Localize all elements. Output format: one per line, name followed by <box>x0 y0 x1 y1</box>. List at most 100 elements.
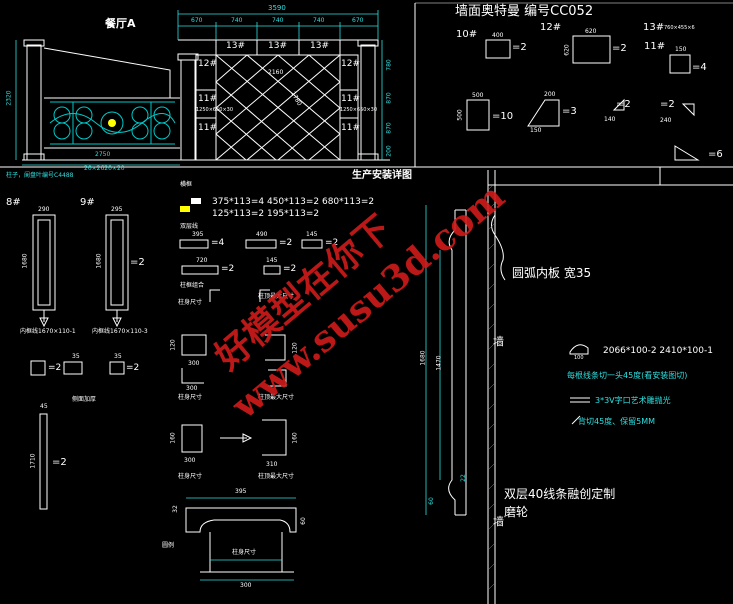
top-dimension-lines <box>15 10 383 166</box>
note-d100: 100 <box>574 355 584 361</box>
prod-q1: =4 <box>211 238 225 248</box>
bottom-left-label: 圆例 <box>162 542 175 549</box>
center-left-pillar <box>180 59 196 161</box>
prod-d310: 310 <box>266 461 278 468</box>
production-shapes <box>179 239 323 456</box>
cat-d150b: 150 <box>530 127 542 134</box>
cat-d150: 150 <box>675 46 687 53</box>
dim-balc: 2750 <box>95 151 111 158</box>
right-note-glyphs <box>569 344 590 425</box>
prod-size-2: 柱顶最大尺寸 <box>258 293 295 300</box>
cat-qa: =10 <box>492 111 514 122</box>
cat-d500v: 500 <box>456 109 464 121</box>
cat-qb: =3 <box>562 106 577 117</box>
prod-q3: =2 <box>325 238 339 248</box>
main-title: 墙面奥特曼 编号CC052 <box>455 4 594 19</box>
tag-left-2: 11# <box>198 94 217 104</box>
tag-left-1: 12# <box>198 59 217 69</box>
right-pillar-base <box>357 153 379 161</box>
long-strip-qty: =2 <box>52 457 67 468</box>
cat-q12: =2 <box>612 43 627 54</box>
cat-q13: =4 <box>692 62 707 73</box>
tag-left-3: 11# <box>198 123 217 133</box>
top-catalogue-shapes <box>466 35 700 161</box>
cat-qd: =2 <box>660 99 675 110</box>
strip-qty-1: =2 <box>48 363 62 373</box>
production-title: 生产安装详图 <box>352 170 412 181</box>
note-left: 1250×650×30 <box>196 107 234 113</box>
prod-line-2: 125*113=2 195*113=2 <box>212 209 320 219</box>
cat-13: 13# <box>643 22 665 33</box>
hall-label: 餐厅A <box>105 17 136 30</box>
bottom-cap-label: 柱身尺寸 <box>232 549 257 556</box>
prod-d300a: 300 <box>188 360 200 367</box>
panel-9-qty: =2 <box>130 257 145 268</box>
dim-seg-4: 740 <box>313 17 325 24</box>
panel-9-caption: 内框线1670×110-3 <box>92 328 148 335</box>
prod-q4: =2 <box>221 264 235 274</box>
prod-line-1: 375*113=4 450*113=2 680*113=2 <box>212 197 375 207</box>
prod-d300c: 300 <box>184 457 196 464</box>
strip-qty-2: =2 <box>126 363 140 373</box>
prod-d160: 160 <box>169 432 177 444</box>
cat-13-note: 760×455×6 <box>664 25 695 31</box>
long-strip-d45: 45 <box>40 403 48 410</box>
note-right: 1250×650×30 <box>340 107 378 113</box>
prod-top-label: 横框 <box>180 181 193 188</box>
cat-11: 11# <box>644 41 666 52</box>
wall-section <box>487 170 506 604</box>
prod-double-label: 双层线 <box>180 223 199 230</box>
note-double40: 双层40线条融创定制 <box>504 487 616 501</box>
bottom-d300: 300 <box>240 582 252 589</box>
prod-d300b: 300 <box>186 385 198 392</box>
tall-dims <box>425 205 441 515</box>
prod-q5: =2 <box>283 264 297 274</box>
tall-molding-profile <box>448 209 467 516</box>
dim-center-width: 2160 <box>268 69 284 76</box>
note-back45: 背切45度、保留5MM <box>578 417 656 426</box>
cat-qe: =6 <box>708 149 723 160</box>
dim-left-height: 2320 <box>5 90 13 106</box>
prod-d490: 490 <box>256 231 268 238</box>
yellow-marker <box>180 206 190 212</box>
cat-d200: 200 <box>544 91 556 98</box>
cat-d240: 240 <box>660 117 672 124</box>
cat-d500: 500 <box>472 92 484 99</box>
wall-hatch <box>487 182 496 591</box>
cat-d140: 140 <box>604 116 616 123</box>
panel-9-height: 1680 <box>95 253 103 269</box>
strip-caption: 侧面加厚 <box>72 396 97 403</box>
bottom-dims <box>186 497 296 581</box>
panel-8-label: 8# <box>6 197 21 208</box>
panel-9-width: 295 <box>111 206 123 213</box>
right-tag-column <box>339 54 359 161</box>
cat-d620: 620 <box>585 28 597 35</box>
panel-9-label: 9# <box>80 197 95 208</box>
dim-balc-sub: 20×2620×20 <box>84 165 125 172</box>
cat-d620v: 620 <box>563 44 571 56</box>
prod-size-1: 柱身尺寸 <box>178 299 203 306</box>
tall-d60: 60 <box>427 497 435 505</box>
panel-8-height: 1680 <box>21 253 29 269</box>
note-arc-board: 圆弧内板 宽35 <box>512 266 592 280</box>
cat-qc: =2 <box>616 99 631 110</box>
long-strip-height: 1710 <box>29 453 37 469</box>
note-groove: 3*3V字口艺术雕抛光 <box>595 396 671 405</box>
dim-side-4: 200 <box>385 145 393 157</box>
prod-d395: 395 <box>192 231 204 238</box>
prod-d160b: 160 <box>291 432 299 444</box>
prod-size-6: 柱顶最大尺寸 <box>258 473 295 480</box>
prod-d720: 720 <box>196 257 208 264</box>
dim-seg-5: 670 <box>352 17 364 24</box>
left-pillar-base <box>23 153 45 161</box>
note-sander: 磨轮 <box>504 505 529 519</box>
prod-q2: =2 <box>279 238 293 248</box>
panel-9 <box>105 214 129 311</box>
long-strip <box>39 413 48 510</box>
dim-side-1: 780 <box>385 59 393 71</box>
bottom-d32: 32 <box>171 505 179 513</box>
note-arc-count: 2066*100-2 2410*100-1 <box>603 346 713 356</box>
tag-right-1: 12# <box>341 59 360 69</box>
